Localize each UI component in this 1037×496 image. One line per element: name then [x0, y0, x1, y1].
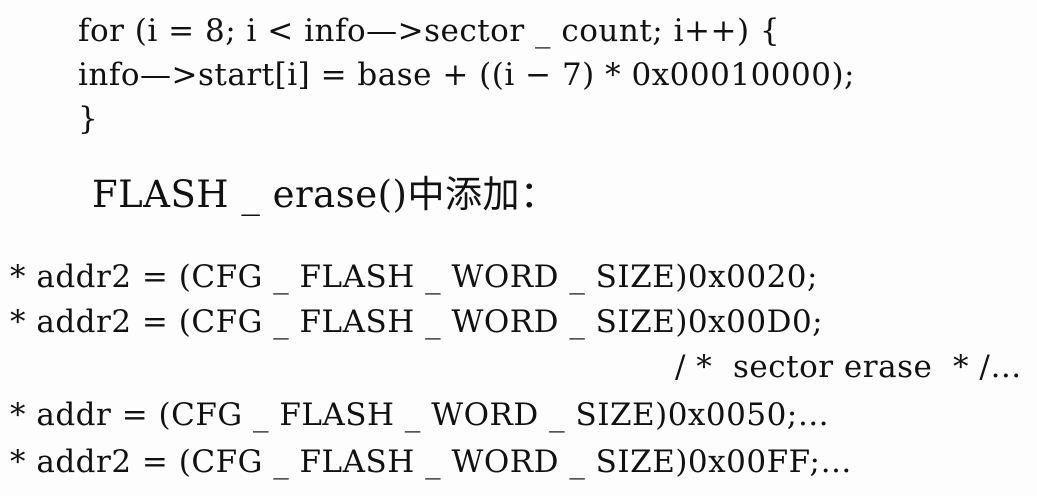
- code-comment-sector-erase: / * sector erase * /…: [675, 349, 1022, 385]
- code-line-for-loop: for (i = 8; i < info—>sector _ count; i+…: [78, 13, 781, 49]
- section-heading: FLASH _ erase()中添加：: [92, 173, 558, 216]
- code-line-addr2-00d0: * addr2 = (CFG _ FLASH _ WORD _ SIZE)0x0…: [10, 304, 824, 340]
- code-line-start-assignment: info—>start[i] = base + ((i − 7) * 0x000…: [78, 57, 856, 93]
- code-line-addr-0050: * addr = (CFG _ FLASH _ WORD _ SIZE)0x00…: [10, 397, 830, 433]
- code-line-addr2-0020: * addr2 = (CFG _ FLASH _ WORD _ SIZE)0x0…: [10, 259, 818, 295]
- code-line-closing-brace: }: [78, 101, 99, 137]
- code-line-addr2-00ff: * addr2 = (CFG _ FLASH _ WORD _ SIZE)0x0…: [10, 444, 852, 480]
